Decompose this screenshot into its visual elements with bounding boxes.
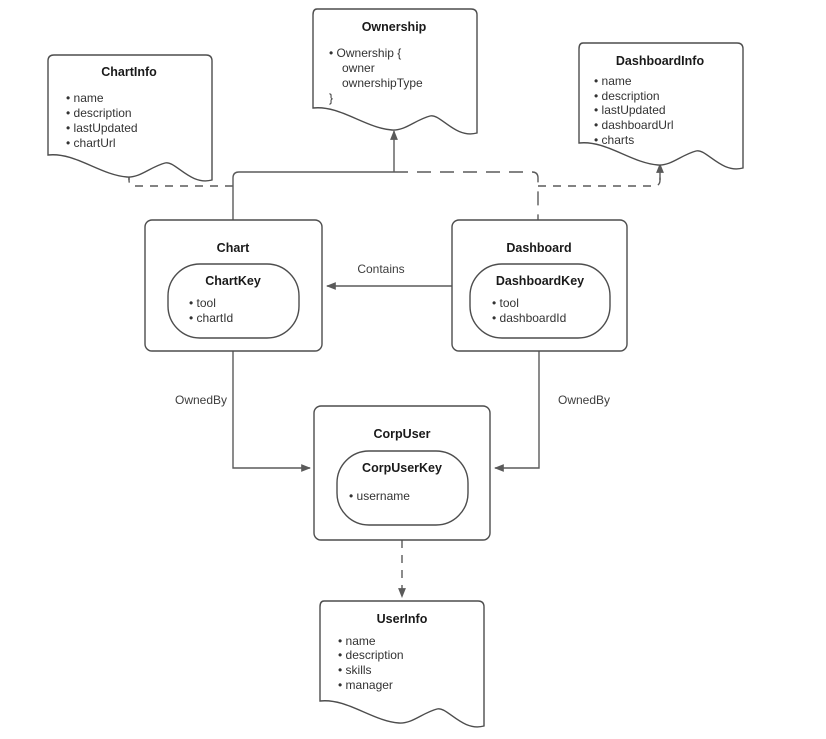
dashboardinfo-attr-4: • charts <box>594 133 634 147</box>
node-userinfo[interactable]: UserInfo • name • description • skills •… <box>319 600 485 728</box>
chartinfo-attr-2-label: lastUpdated <box>74 121 138 135</box>
dashboardinfo-attr-2: • lastUpdated <box>594 103 666 117</box>
corpuserkey-attr-0-label: username <box>357 489 411 503</box>
chartinfo-attr-0: • name <box>66 91 104 105</box>
connector-chart-to-info-bus <box>232 171 394 220</box>
userinfo-attr-2-label: skills <box>346 663 372 677</box>
dashboardinfo-attr-3: • dashboardUrl <box>594 118 674 132</box>
chartkey-attr-1: • chartId <box>189 311 233 325</box>
dashboardkey-attr-0: • tool <box>492 296 519 310</box>
chartkey-title: ChartKey <box>205 274 261 288</box>
ownership-attr-3: } <box>329 91 333 105</box>
dashboardkey-attr-1: • dashboardId <box>492 311 566 325</box>
corpuser-title: CorpUser <box>374 427 431 441</box>
ownership-attr-1: owner <box>342 61 375 75</box>
edge-label-contains: Contains <box>357 262 404 276</box>
chart-title: Chart <box>217 241 250 255</box>
chartinfo-attr-0-label: name <box>74 91 104 105</box>
dashboardinfo-attr-1: • description <box>594 89 660 103</box>
node-dashboardinfo[interactable]: DashboardInfo • name • description • las… <box>578 42 744 170</box>
dashboardkey-attr-1-label: dashboardId <box>500 311 567 325</box>
chartinfo-attr-1: • description <box>66 106 132 120</box>
dashboardinfo-attr-0-label: name <box>602 74 632 88</box>
node-corpuser[interactable]: CorpUser CorpUserKey • username <box>313 405 491 541</box>
dashboard-title: Dashboard <box>506 241 571 255</box>
chartinfo-attr-3-label: chartUrl <box>74 136 116 150</box>
connector-dashboard-to-dashboardinfo <box>538 163 664 187</box>
userinfo-attr-0-label: name <box>346 634 376 648</box>
chartkey-attr-0: • tool <box>189 296 216 310</box>
chartinfo-title: ChartInfo <box>101 65 157 79</box>
node-ownership[interactable]: Ownership • Ownership { owner ownershipT… <box>312 8 478 135</box>
node-chart[interactable]: Chart ChartKey • tool • chartId <box>144 219 323 352</box>
userinfo-attr-2: • skills <box>338 663 372 677</box>
chartinfo-attr-1-label: description <box>74 106 132 120</box>
dashboardinfo-attr-0: • name <box>594 74 632 88</box>
dashboardinfo-title: DashboardInfo <box>616 54 705 68</box>
dashboardkey-attr-0-label: tool <box>500 296 519 310</box>
chartinfo-attr-2: • lastUpdated <box>66 121 138 135</box>
ownership-title: Ownership <box>362 20 427 34</box>
dashboardinfo-attr-4-label: charts <box>602 133 635 147</box>
node-chartinfo[interactable]: ChartInfo • name • description • lastUpd… <box>47 54 213 182</box>
ownership-attr-0: • Ownership { <box>329 46 401 60</box>
chartinfo-attr-3: • chartUrl <box>66 136 116 150</box>
node-dashboard[interactable]: Dashboard DashboardKey • tool • dashboar… <box>451 219 628 352</box>
userinfo-title: UserInfo <box>377 612 428 626</box>
corpuserkey-title: CorpUserKey <box>362 461 442 475</box>
chartkey-attr-1-label: chartId <box>197 311 234 325</box>
dashboardinfo-attr-2-label: lastUpdated <box>602 103 666 117</box>
connector-ownedby-chart <box>232 351 311 472</box>
userinfo-attr-1: • description <box>338 648 404 662</box>
corpuserkey-attr-0: • username <box>349 489 410 503</box>
dashboardinfo-attr-3-label: dashboardUrl <box>602 118 674 132</box>
userinfo-attr-3: • manager <box>338 678 393 692</box>
chartkey-attr-0-label: tool <box>197 296 216 310</box>
ownership-attr-2: ownershipType <box>342 76 423 90</box>
ownership-attr-0-label: Ownership { <box>337 46 402 60</box>
edge-label-ownedby-dashboard: OwnedBy <box>558 393 610 407</box>
dashboardkey-title: DashboardKey <box>496 274 584 288</box>
edge-label-ownedby-chart: OwnedBy <box>175 393 227 407</box>
userinfo-attr-0: • name <box>338 634 376 648</box>
dashboardinfo-attr-1-label: description <box>602 89 660 103</box>
userinfo-attr-3-label: manager <box>346 678 393 692</box>
connector-dashed-bus-main <box>394 171 539 220</box>
connector-ownedby-dashboard <box>494 351 540 472</box>
userinfo-attr-1-label: description <box>346 648 404 662</box>
